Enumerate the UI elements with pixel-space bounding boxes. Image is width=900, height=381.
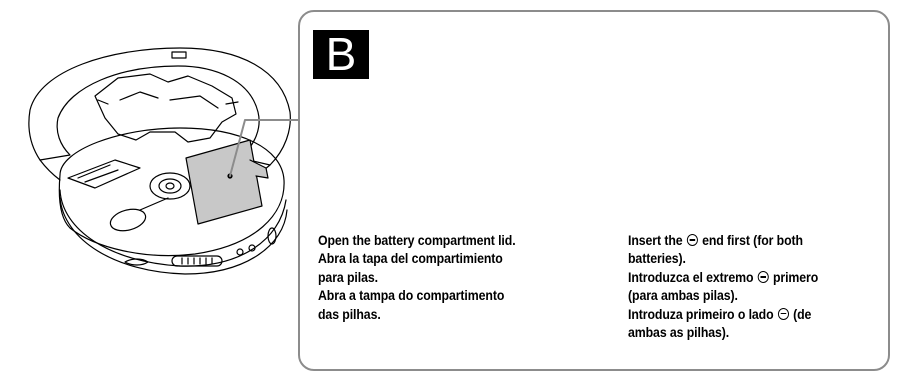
step2-text: Introduza primeiro o lado: [628, 306, 777, 322]
step1-line: das pilhas.: [318, 306, 381, 322]
step2-line: Introduza primeiro o lado (de: [628, 306, 818, 324]
minus-symbol-icon: [686, 234, 698, 246]
step1-line: Open the battery compartment lid.: [318, 233, 516, 248]
step2-line: Introduzca el extremo primero: [628, 269, 818, 287]
cd-player-overview: [28, 47, 299, 275]
step2-line: ambas as pilhas).: [628, 325, 730, 341]
step1-line: para pilas.: [318, 269, 378, 285]
minus-symbol-icon: [757, 270, 769, 283]
step1-caption: Open the battery compartment lid. Abra l…: [318, 232, 516, 324]
step2-line: Insert the end first (for both: [628, 232, 818, 250]
figure-label: B: [313, 30, 369, 79]
minus-symbol-icon: [777, 307, 789, 320]
step2-caption: Insert the end first (for both batteries…: [628, 232, 818, 342]
step2-text: Introduzca el extremo: [628, 269, 757, 285]
step2-text: primero: [769, 269, 819, 285]
step2-text: end first (for both: [698, 233, 803, 248]
step2-line: (para ambas pilas).: [628, 288, 738, 304]
step1-line: Abra a tampa do compartimento: [318, 288, 505, 304]
step2-text: Insert the: [628, 233, 686, 248]
step2-text: (de: [789, 306, 812, 322]
step2-line: batteries).: [628, 251, 686, 267]
figure-panel: [298, 10, 890, 371]
step1-line: Abra la tapa del compartimiento: [318, 251, 503, 267]
